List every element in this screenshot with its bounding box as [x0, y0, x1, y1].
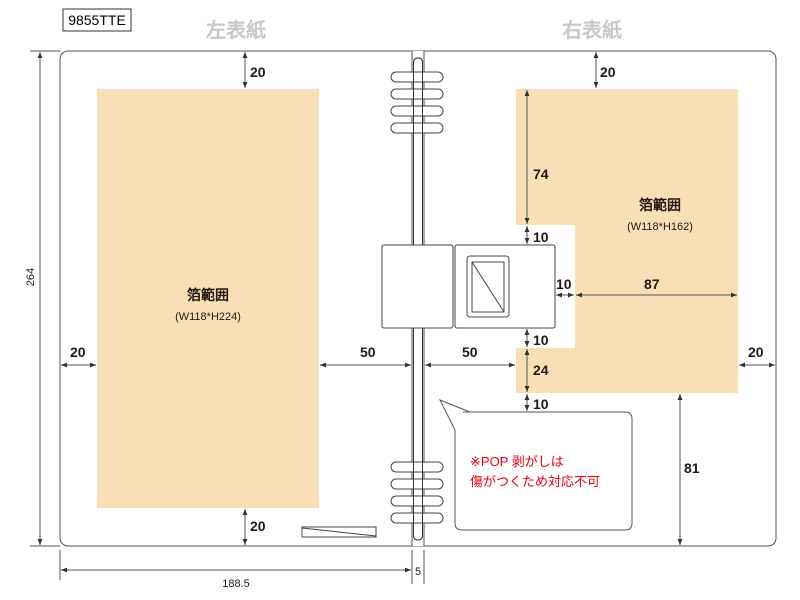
dim-tab-bottom: 10: [533, 332, 549, 348]
dim-right-below: 10: [533, 396, 549, 412]
right-foil-label: 箔範囲: [639, 197, 681, 213]
dim-right-side: 20: [748, 344, 764, 360]
left-foil-size: (W118*H224): [175, 311, 241, 323]
left-foil-label: 箔範囲: [187, 287, 229, 303]
spine-wedge: [301, 526, 377, 538]
extension-lines: [30, 50, 425, 584]
dim-left-bottom: 20: [250, 518, 266, 534]
dim-width-left: 188.5: [222, 578, 250, 590]
dim-height: 264: [25, 268, 37, 286]
product-code-box: [62, 8, 132, 32]
right-cover-title: 右表紙: [562, 18, 622, 42]
dim-right-width: 87: [644, 276, 660, 292]
dim-left-gap: 50: [360, 344, 376, 360]
dim-right-top: 20: [600, 64, 616, 80]
dim-left-side: 20: [70, 344, 86, 360]
dim-right-gap: 50: [462, 344, 478, 360]
note-bubble: [438, 399, 633, 531]
dim-right-upper: 74: [533, 166, 549, 182]
note-line-2: 傷がつくため対応不可: [470, 474, 600, 489]
note-line-1: ※POP 剥がしは: [470, 454, 564, 469]
dim-tab-right: 10: [556, 276, 572, 292]
dim-tab-top: 10: [533, 229, 549, 245]
dim-left-top: 20: [250, 64, 266, 80]
product-code: 9855TTE: [68, 12, 126, 28]
dimension-arrows: [37, 52, 775, 573]
dim-right-bottom: 81: [684, 460, 700, 476]
right-foil-size: (W118*H162): [627, 221, 693, 233]
left-foil-area: [97, 89, 319, 508]
dim-spine: 5: [415, 566, 421, 578]
closure-tab: [381, 244, 556, 329]
dim-notch-height: 24: [533, 362, 549, 378]
right-foil-area: [516, 89, 738, 393]
left-cover-title: 左表紙: [206, 18, 266, 42]
